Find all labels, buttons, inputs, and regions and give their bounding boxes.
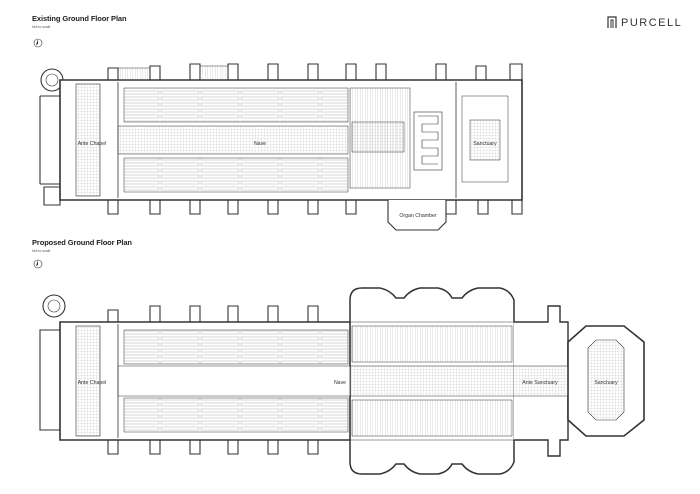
existing-north-pews bbox=[123, 87, 349, 123]
existing-south-pews bbox=[123, 157, 349, 193]
proposed-north-bays bbox=[349, 287, 515, 322]
existing-nave-aisle bbox=[117, 125, 349, 155]
proposed-ante-chapel-floor bbox=[75, 325, 101, 437]
proposed-north-seating bbox=[351, 325, 513, 363]
purcell-mark-icon bbox=[607, 16, 617, 28]
proposed-processional-way bbox=[349, 365, 569, 397]
existing-organ-chamber bbox=[387, 200, 447, 231]
proposed-label-sanctuary: Sanctuary bbox=[594, 380, 618, 386]
proposed-label-ante-chapel: Ante Chapel bbox=[78, 380, 107, 386]
proposed-south-bays bbox=[349, 440, 515, 475]
brand-name: PURCELL bbox=[621, 16, 683, 29]
proposed-stair-tower bbox=[42, 294, 66, 318]
proposed-south-pews bbox=[123, 397, 349, 433]
existing-sanctuary-floor bbox=[461, 95, 509, 183]
proposed-label-ante-sanctuary: Ante Sanctuary bbox=[522, 380, 558, 386]
existing-label-organ-chamber: Organ Chamber bbox=[399, 213, 436, 219]
proposed-south-seating bbox=[351, 399, 513, 437]
existing-label-sanctuary: Sanctuary bbox=[473, 141, 497, 147]
proposed-nave-aisle bbox=[117, 365, 351, 397]
proposed-plan bbox=[39, 287, 645, 475]
existing-label-ante-chapel: Ante Chapel bbox=[78, 141, 107, 147]
existing-plan-title: Existing Ground Floor Plan bbox=[32, 14, 127, 23]
existing-meander-floor bbox=[413, 111, 443, 171]
existing-buttresses bbox=[107, 63, 523, 215]
purcell-logo: PURCELL bbox=[607, 16, 682, 29]
existing-label-nave: Nave bbox=[254, 141, 266, 147]
proposed-plan-subtitle: Not to scale bbox=[32, 249, 51, 253]
existing-ante-chapel-floor bbox=[75, 83, 101, 197]
existing-plan-subtitle: Not to scale bbox=[32, 25, 51, 29]
existing-plan bbox=[39, 63, 523, 231]
proposed-north-pews bbox=[123, 329, 349, 365]
north-arrow-icon bbox=[33, 38, 43, 48]
north-arrow-icon bbox=[33, 259, 43, 269]
proposed-buttresses bbox=[107, 305, 319, 455]
proposed-label-nave: Nave bbox=[334, 380, 346, 386]
proposed-plan-title: Proposed Ground Floor Plan bbox=[32, 238, 132, 247]
